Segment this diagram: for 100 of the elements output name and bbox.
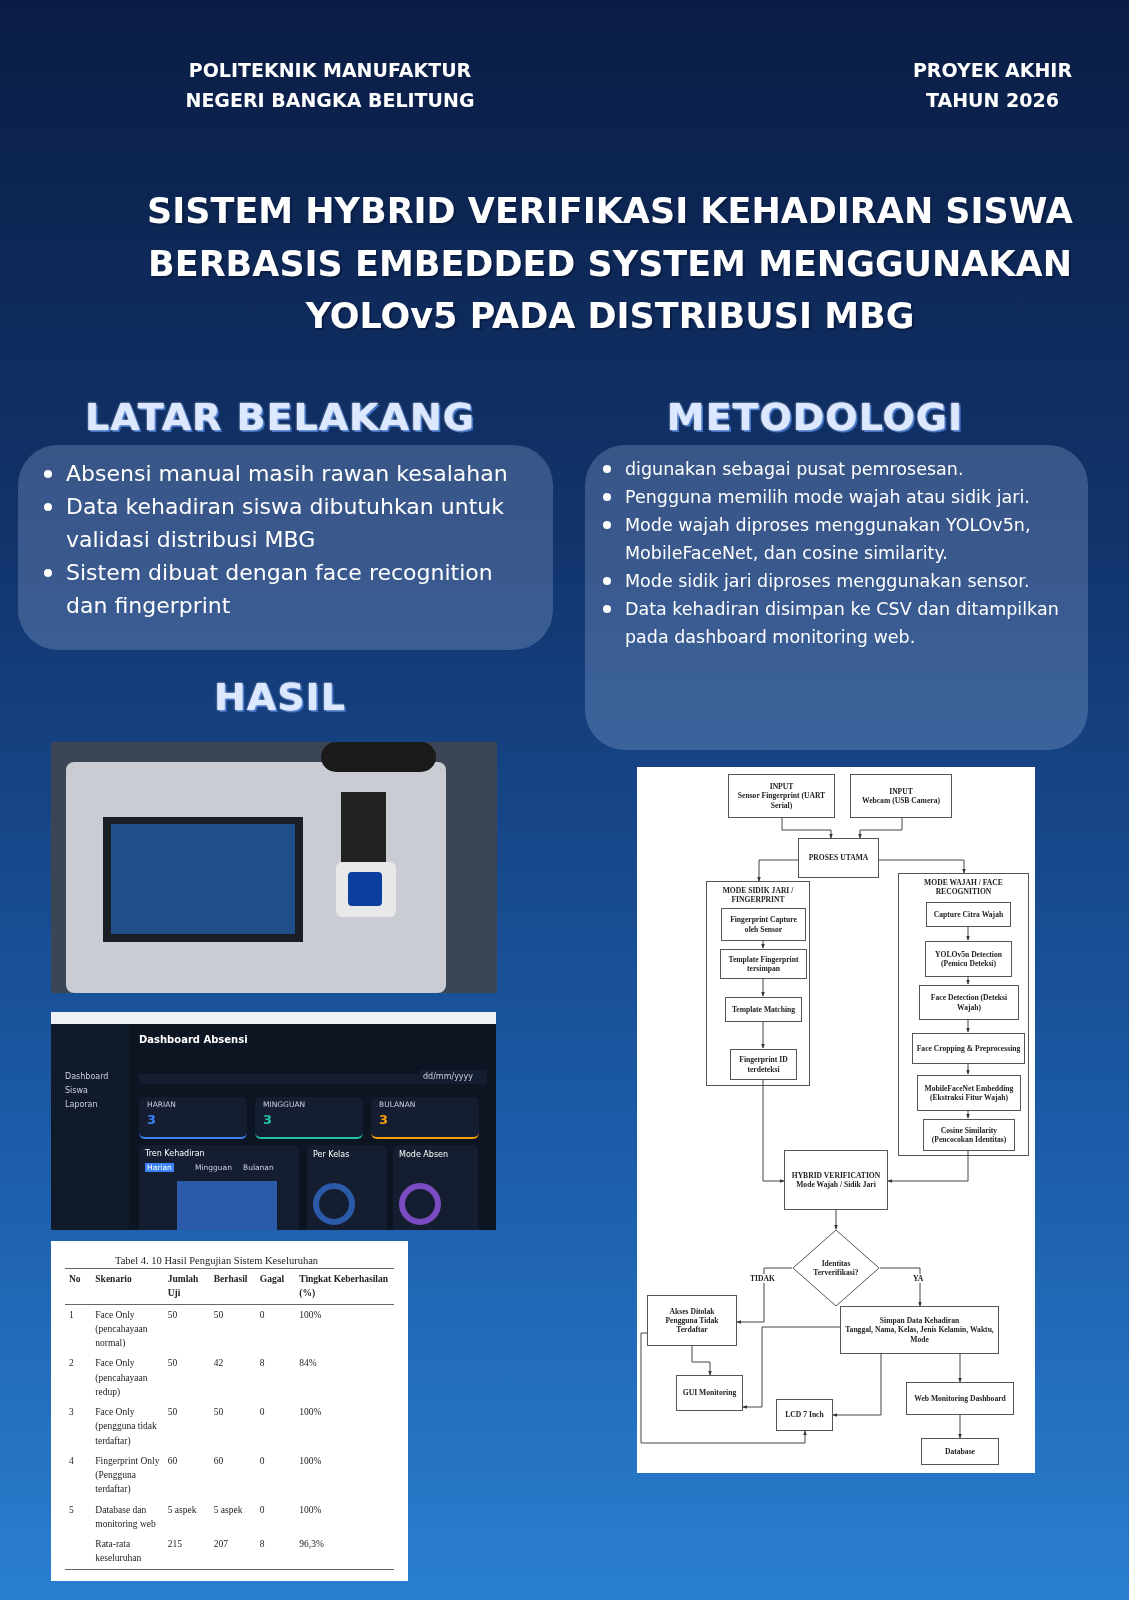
stat-value: 3 — [263, 1112, 273, 1127]
process-box — [840, 1306, 999, 1354]
arrow — [761, 939, 765, 949]
bullet-text: Absensi manual masih rawan kesalahan — [66, 461, 508, 486]
arrow — [966, 1018, 970, 1033]
table-cell-text: 42 — [212, 1357, 225, 1371]
table-cell-text: 100% — [298, 1454, 323, 1468]
table-cell-text: 60 — [166, 1454, 179, 1468]
arrow — [958, 1353, 962, 1383]
arrow — [742, 1326, 841, 1409]
arrow — [761, 977, 765, 997]
menu-item: Dashboard — [65, 1072, 109, 1081]
arrow — [781, 817, 833, 839]
process-box — [923, 1119, 1015, 1151]
bullet-text: digunakan sebagai pusat pemrosesan. — [625, 459, 964, 479]
stat-value: 3 — [379, 1112, 389, 1127]
process-box — [676, 1375, 743, 1411]
process-box — [850, 774, 952, 818]
arrow — [887, 1149, 969, 1183]
process-box — [798, 838, 879, 878]
arrow — [878, 859, 966, 874]
process-box — [647, 1295, 737, 1346]
process-box — [776, 1399, 833, 1431]
arrow — [832, 1353, 882, 1417]
section-heading: LATAR BELAKANG — [84, 395, 476, 439]
arrow — [761, 1020, 765, 1049]
table-cell-text: 2 — [68, 1357, 75, 1371]
section-heading: HASIL — [213, 675, 347, 719]
stat-value: 3 — [147, 1112, 157, 1127]
bullet-text: Mode sidik jari diproses menggunakan sensor. — [625, 571, 1030, 591]
column-header: No — [65, 1268, 92, 1304]
chart-title: Mode Absen — [399, 1150, 449, 1159]
section-heading: METODOLOGI — [665, 395, 965, 439]
process-box — [730, 1049, 797, 1080]
bullet-text: Mode wajah diproses menggunakan YOLOv5n, MobileFaceNet, dan cosine similarity. — [625, 515, 1031, 563]
table-cell-text: 100% — [298, 1503, 323, 1517]
arrow — [691, 1345, 712, 1376]
table-cell-text: Face Only (pengguna tidak terdaftar) — [94, 1406, 158, 1448]
date-field: dd/mm/yyyy — [419, 1070, 487, 1084]
arrow — [879, 1267, 922, 1307]
table-cell: 215 — [163, 1534, 210, 1569]
process-box — [919, 985, 1019, 1020]
arrow — [966, 925, 970, 941]
process-box — [926, 902, 1011, 927]
arrow — [834, 1209, 838, 1230]
arrow — [736, 1267, 793, 1324]
process-box — [728, 774, 835, 818]
table-cell-text: 5 — [68, 1503, 75, 1517]
process-box — [917, 1075, 1021, 1111]
process-box — [720, 949, 807, 979]
institution-name: POLITEKNIK MANUFAKTUR NEGERI BANGKA BELITUNG — [184, 58, 476, 114]
table-cell-text: Fingerprint Only (Pengguna terdaftar) — [94, 1454, 161, 1497]
table-cell-text: 0 — [258, 1454, 266, 1468]
menu-item: Siswa — [65, 1086, 88, 1095]
table-caption: Tabel 4. 10 Hasil Pengujian Sistem Keseluruhan — [114, 1255, 320, 1266]
chart-title: Tren Kehadiran — [145, 1149, 205, 1158]
arrow — [966, 975, 970, 985]
table-cell: 1 — [65, 1304, 92, 1354]
table-cell-text: Database dan monitoring web — [94, 1503, 157, 1531]
poster-title: SISTEM HYBRID VERIFIKASI KEHADIRAN SISWA BERBASIS EMBEDDED SYSTEM MENGGUNAKAN YOLOv5 PADA DISTRIBUSI MBG — [146, 190, 1074, 338]
table-cell: 207 — [209, 1534, 256, 1569]
bullet-text: Pengguna memilih mode wajah atau sidik jari. — [625, 487, 1030, 507]
table-cell-text: 0 — [258, 1503, 266, 1517]
table-cell: Face Only (pencahayaan normal) — [91, 1304, 164, 1354]
table-cell: 100% — [295, 1304, 394, 1354]
bullet-text: Sistem dibuat dengan face recognition dan fingerprint — [66, 560, 493, 618]
column-header: Tingkat Keberhasilan (%) — [295, 1268, 394, 1304]
group-box — [898, 873, 1029, 1156]
process-box — [925, 941, 1012, 977]
table-cell-text: 4 — [68, 1454, 75, 1468]
table-cell-text: 50 — [212, 1406, 225, 1419]
table-cell-text: 84% — [298, 1357, 318, 1371]
column-header: Berhasil — [209, 1268, 256, 1304]
process-box — [906, 1382, 1014, 1415]
group-box — [706, 881, 810, 1086]
process-box — [784, 1150, 888, 1210]
arrow — [757, 859, 799, 882]
table-cell: Rata-rata keseluruhan — [91, 1534, 164, 1569]
process-box — [912, 1033, 1025, 1064]
table-cell: 50 — [163, 1304, 210, 1354]
dashboard-title: Dashboard Absensi — [139, 1034, 248, 1045]
table-cell-text: 60 — [212, 1454, 225, 1468]
table-cell-text: 50 — [166, 1357, 179, 1371]
arrow — [858, 817, 903, 839]
table-cell-text: 8 — [258, 1357, 266, 1371]
process-box — [721, 908, 806, 941]
table-cell-text: Face Only (pencahayaan redup) — [94, 1357, 149, 1399]
arrow — [966, 1109, 970, 1119]
process-box — [725, 997, 802, 1022]
table-cell-text: 3 — [68, 1406, 75, 1419]
table-cell-text: 100% — [298, 1406, 323, 1419]
process-box — [921, 1438, 999, 1465]
column-header: Gagal — [255, 1268, 296, 1304]
arrow — [966, 1062, 970, 1075]
project-label: PROYEK AKHIR TAHUN 2026 — [911, 58, 1074, 114]
table-cell: 50 — [209, 1304, 256, 1354]
table-cell: 8 — [255, 1534, 296, 1569]
bullet-text: Data kehadiran disimpan ke CSV dan ditampilkan pada dashboard monitoring web. — [625, 599, 1059, 647]
table-cell-text: 5 aspek — [212, 1503, 244, 1517]
bullet-text: Data kehadiran siswa dibutuhkan untuk validasi distribusi MBG — [66, 494, 504, 552]
